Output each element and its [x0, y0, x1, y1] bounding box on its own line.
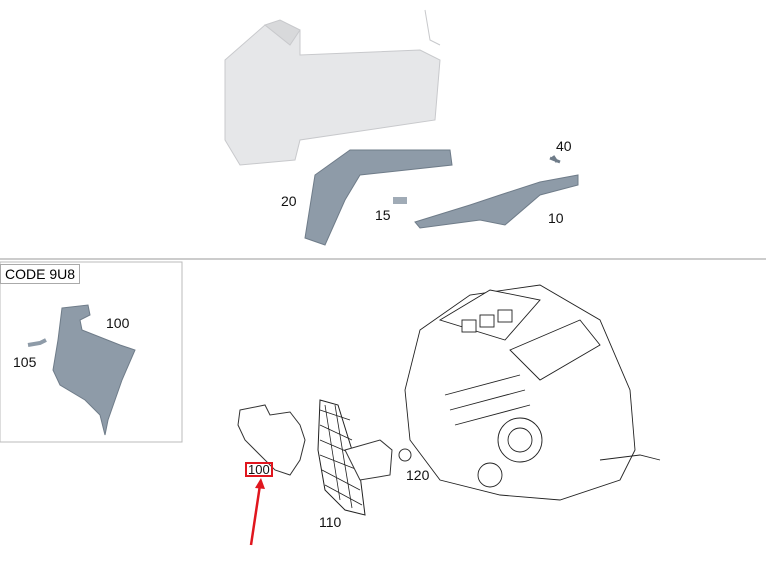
part-label-120[interactable]: 120: [406, 467, 430, 483]
mesh-shield-110: [317, 399, 393, 516]
part-label-110[interactable]: 110: [319, 514, 342, 530]
highlight-box: [245, 462, 273, 477]
engine-assembly: [404, 284, 661, 501]
variant-frame: [0, 261, 183, 443]
heat-shield-10: [414, 174, 579, 229]
part-120: [398, 448, 412, 462]
bolt-40: [549, 155, 561, 164]
clip-105: [27, 338, 47, 347]
clip-15: [393, 197, 407, 204]
variant-code-label: CODE 9U8: [0, 264, 81, 284]
heat-shield-20: [304, 149, 453, 246]
diesel-particulate-filter: [224, 9, 441, 166]
part-label-15[interactable]: 15: [375, 207, 391, 223]
heat-shield-100-variant: [52, 304, 136, 436]
part-label-20[interactable]: 20: [281, 193, 297, 209]
part-label-105[interactable]: 105: [13, 354, 37, 370]
part-label-100-main[interactable]: 100: [248, 462, 270, 477]
part-label-10[interactable]: 10: [548, 210, 564, 226]
highlight-arrow: [249, 484, 262, 546]
part-label-100-variant[interactable]: 100: [106, 315, 130, 331]
part-label-40[interactable]: 40: [556, 138, 572, 154]
heat-shield-100-outline: [237, 404, 306, 476]
